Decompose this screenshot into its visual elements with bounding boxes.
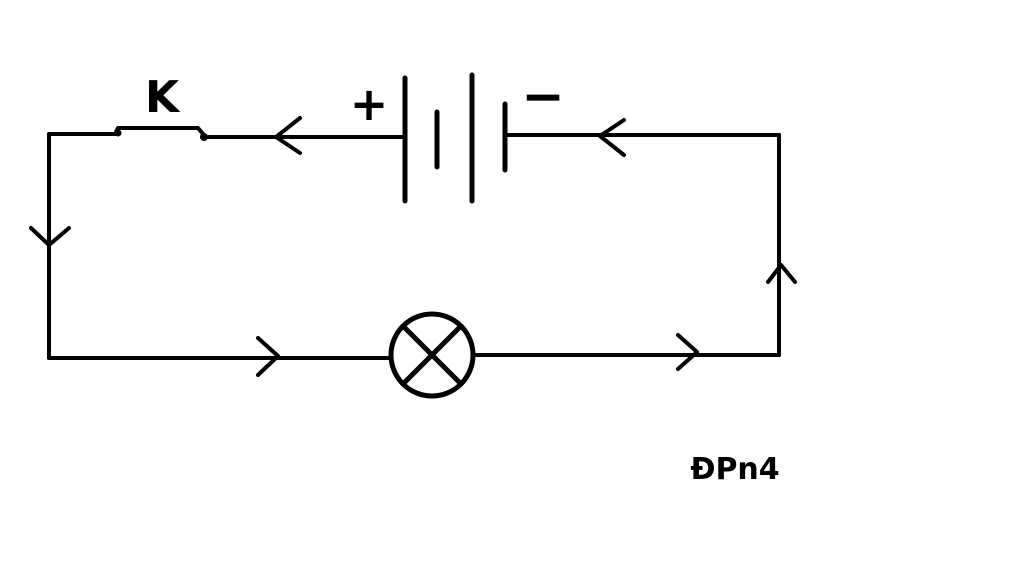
switch-label: K <box>145 72 181 123</box>
switch-k: K <box>113 72 208 141</box>
switch-blade <box>113 126 205 136</box>
signature-text: ĐPn4 <box>690 452 779 487</box>
battery-positive-sign: + <box>350 77 389 131</box>
switch-contact-right <box>200 133 208 141</box>
switch-contact-left <box>114 129 122 137</box>
current-arrow-top-right-icon <box>598 118 626 157</box>
current-arrow-left-icon <box>29 226 71 247</box>
lamp <box>388 311 476 399</box>
current-arrow-bottom-left-icon <box>256 336 280 377</box>
lamp-cross-2 <box>400 323 464 387</box>
battery: + − <box>350 67 565 204</box>
battery-negative-sign: − <box>521 67 565 127</box>
current-arrow-bottom-right-icon <box>676 333 699 371</box>
current-arrow-top-left-icon <box>274 116 302 155</box>
lamp-circle <box>388 311 476 399</box>
current-arrow-right-icon <box>766 263 797 284</box>
